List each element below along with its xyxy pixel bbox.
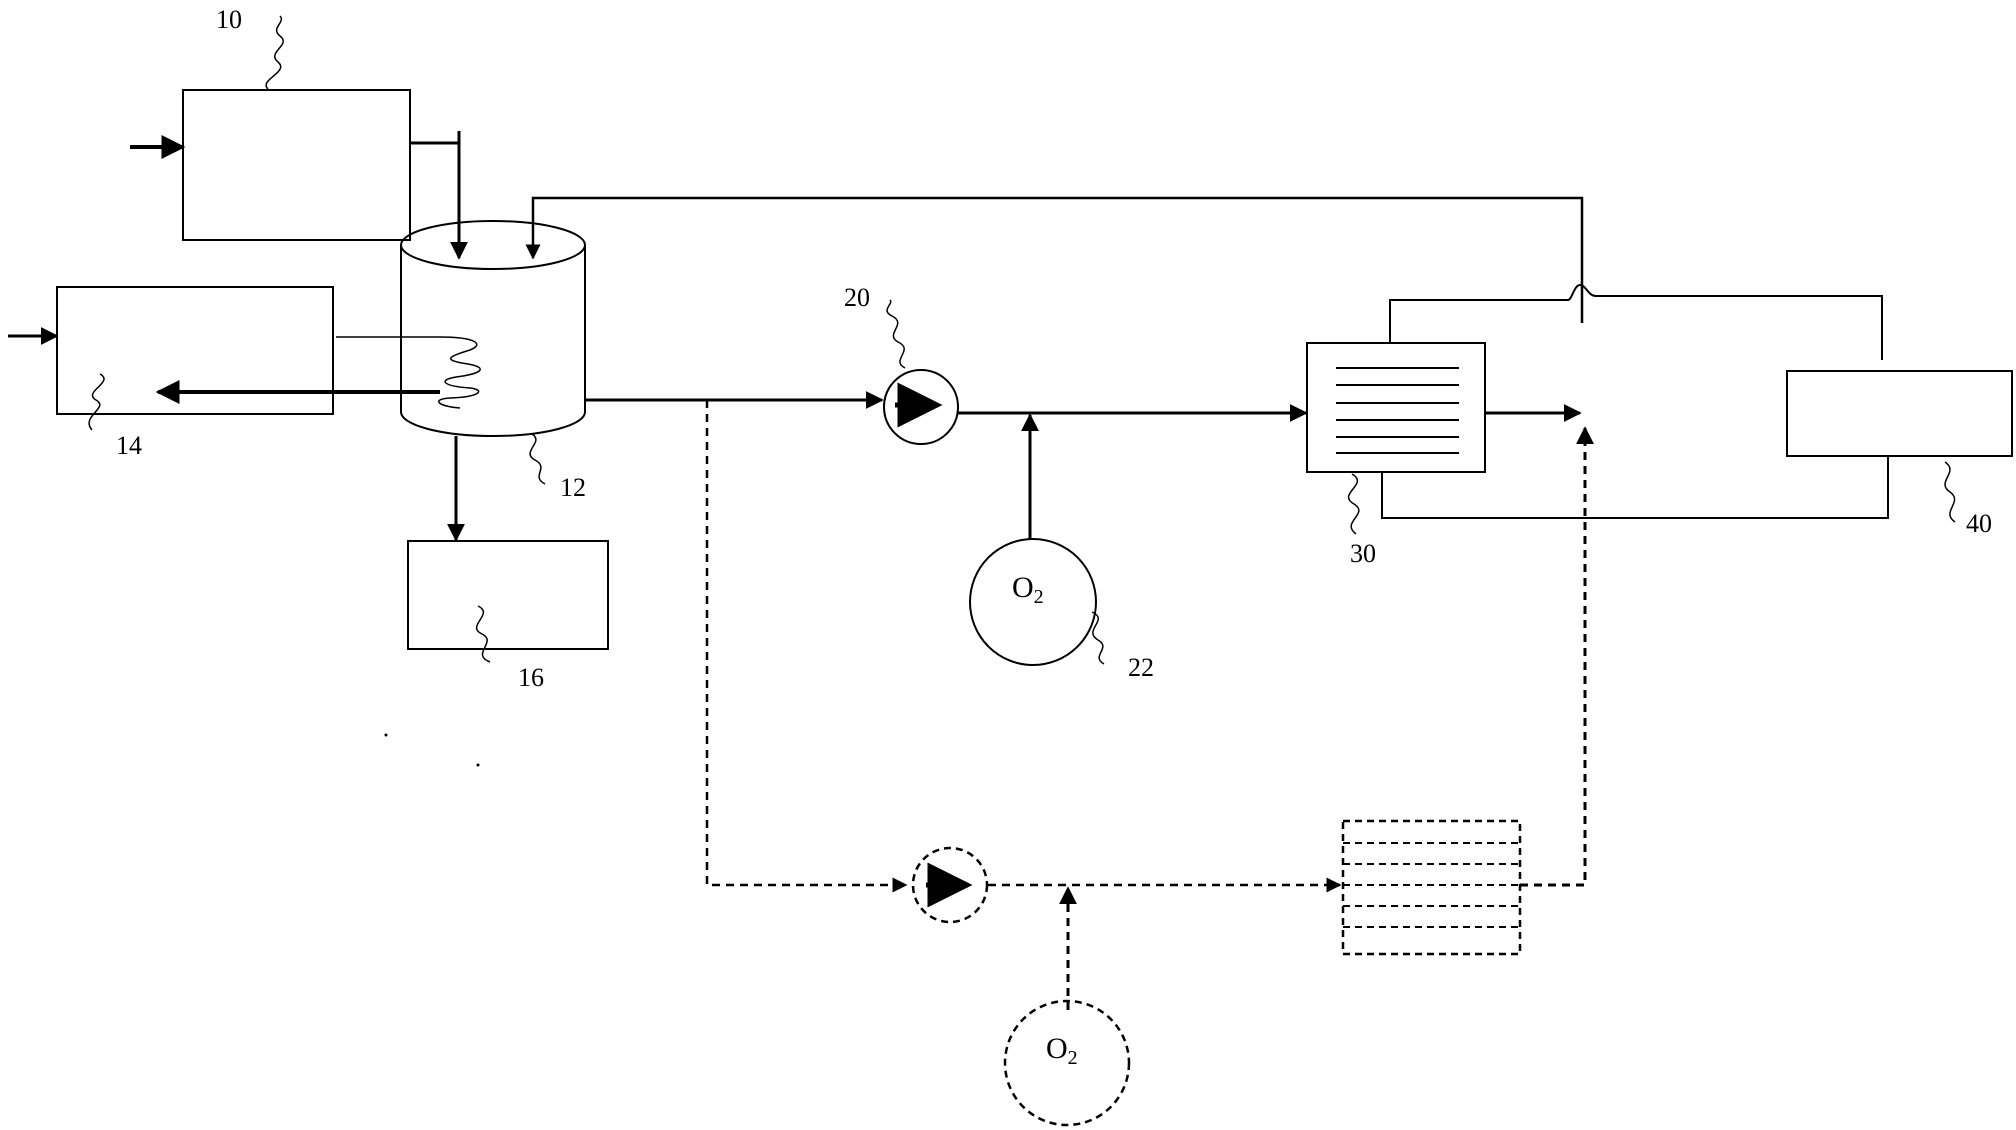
reactor-recycle-top-line [525, 196, 1584, 323]
unit-16-leader [475, 605, 491, 663]
unit-10-leader [265, 15, 284, 90]
unit-10-label: 10 [216, 5, 242, 34]
unit-20-label: 20 [844, 283, 870, 312]
unit-30-exchanger [1306, 342, 1486, 473]
alternative-return-line [1520, 426, 1594, 887]
unit-40-top-loop-line [1389, 283, 1883, 360]
unit-10-box [182, 89, 411, 241]
oxygen-tank-22-leader [1091, 611, 1105, 665]
unit-12-leader [529, 433, 546, 485]
alternative-pump [911, 846, 989, 924]
unit-30-leader [1347, 473, 1360, 535]
unit-40-leader [1944, 461, 1956, 523]
unit-14-label: 14 [116, 431, 142, 460]
pump-20 [883, 369, 959, 445]
unit-10-to-reactor-line [410, 131, 459, 258]
unit-16-box [407, 540, 609, 650]
unit-14-box [56, 286, 334, 415]
scan-speck [476, 763, 480, 767]
scan-speck [384, 733, 388, 737]
unit-40-box [1786, 370, 2013, 457]
alternative-oxygen-tank [1003, 999, 1131, 1127]
oxygen-tank-22 [969, 538, 1097, 666]
oxygen-tank-22-label: O2 [1012, 571, 1044, 608]
unit-30-label: 30 [1350, 539, 1376, 568]
unit-16-label: 16 [518, 663, 544, 692]
unit-14-leader [88, 373, 105, 431]
unit-12-label: 12 [560, 473, 586, 502]
unit-40-bottom-loop-line [1381, 456, 1889, 519]
alternative-branch-line [705, 400, 908, 893]
reactor-12-cylinder [400, 220, 586, 437]
alternative-oxygen-tank-label: O2 [1046, 1032, 1078, 1069]
pump-20-leader [886, 299, 906, 369]
alternative-exchanger [1341, 819, 1522, 956]
unit-40-label: 40 [1966, 509, 1992, 538]
reactor-heating-coil [336, 336, 481, 409]
unit-22-label: 22 [1128, 653, 1154, 682]
